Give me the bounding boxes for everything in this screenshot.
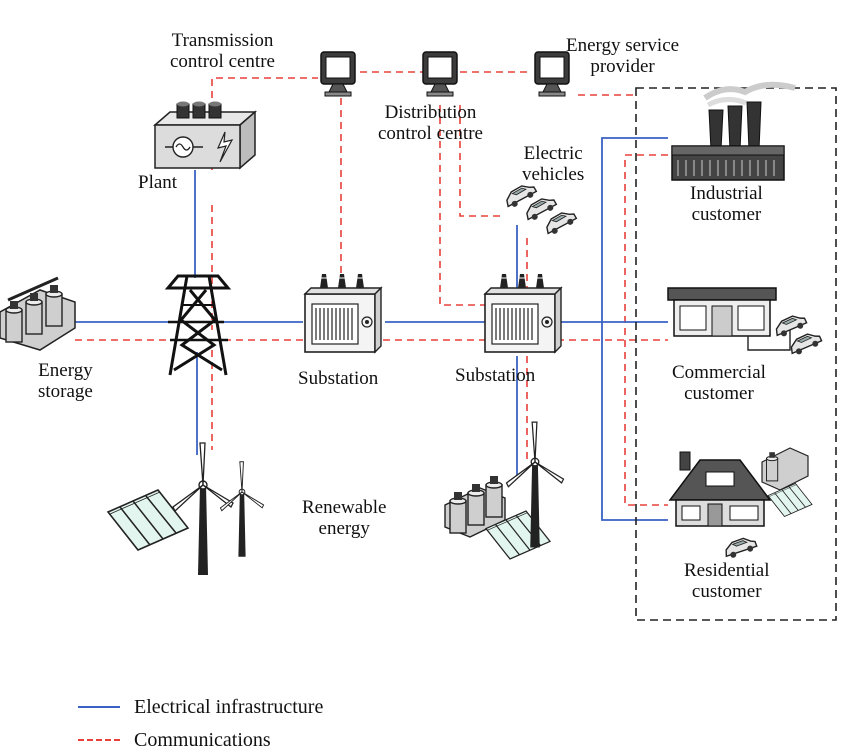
battery-storage-icon bbox=[761, 447, 809, 491]
plant-label: Plant bbox=[138, 172, 178, 193]
communication-lines bbox=[75, 71, 668, 506]
electrical-swatch bbox=[78, 706, 120, 708]
substation-label: Substation bbox=[298, 368, 379, 389]
factory-icon bbox=[671, 81, 796, 181]
computer-monitor-icon bbox=[320, 51, 356, 97]
legend-communications: Communications bbox=[78, 728, 271, 752]
communications-swatch bbox=[78, 739, 120, 741]
computer-monitor-icon bbox=[422, 51, 458, 97]
customer-group-box bbox=[635, 87, 837, 621]
solar-panel-icon bbox=[767, 483, 813, 517]
legend-electrical: Electrical infrastructure bbox=[78, 695, 323, 719]
substation-label: Substation bbox=[455, 365, 536, 386]
solar-panel-icon bbox=[107, 489, 189, 551]
legend-electrical-label: Electrical infrastructure bbox=[134, 695, 324, 718]
battery-storage-icon bbox=[0, 276, 76, 351]
house-icon bbox=[668, 451, 772, 561]
legend-communications-label: Communications bbox=[134, 728, 271, 751]
commercial-building-icon bbox=[667, 287, 824, 358]
electric-car-icon-group bbox=[501, 180, 579, 238]
power-plant-icon bbox=[152, 101, 258, 170]
electrical-lines bbox=[75, 137, 668, 521]
wind-turbine-icon bbox=[219, 461, 265, 558]
transformer-icon bbox=[304, 273, 382, 353]
transmission-tower-icon bbox=[164, 274, 232, 376]
transformer-icon bbox=[484, 273, 562, 353]
computer-monitor-icon bbox=[534, 51, 570, 97]
